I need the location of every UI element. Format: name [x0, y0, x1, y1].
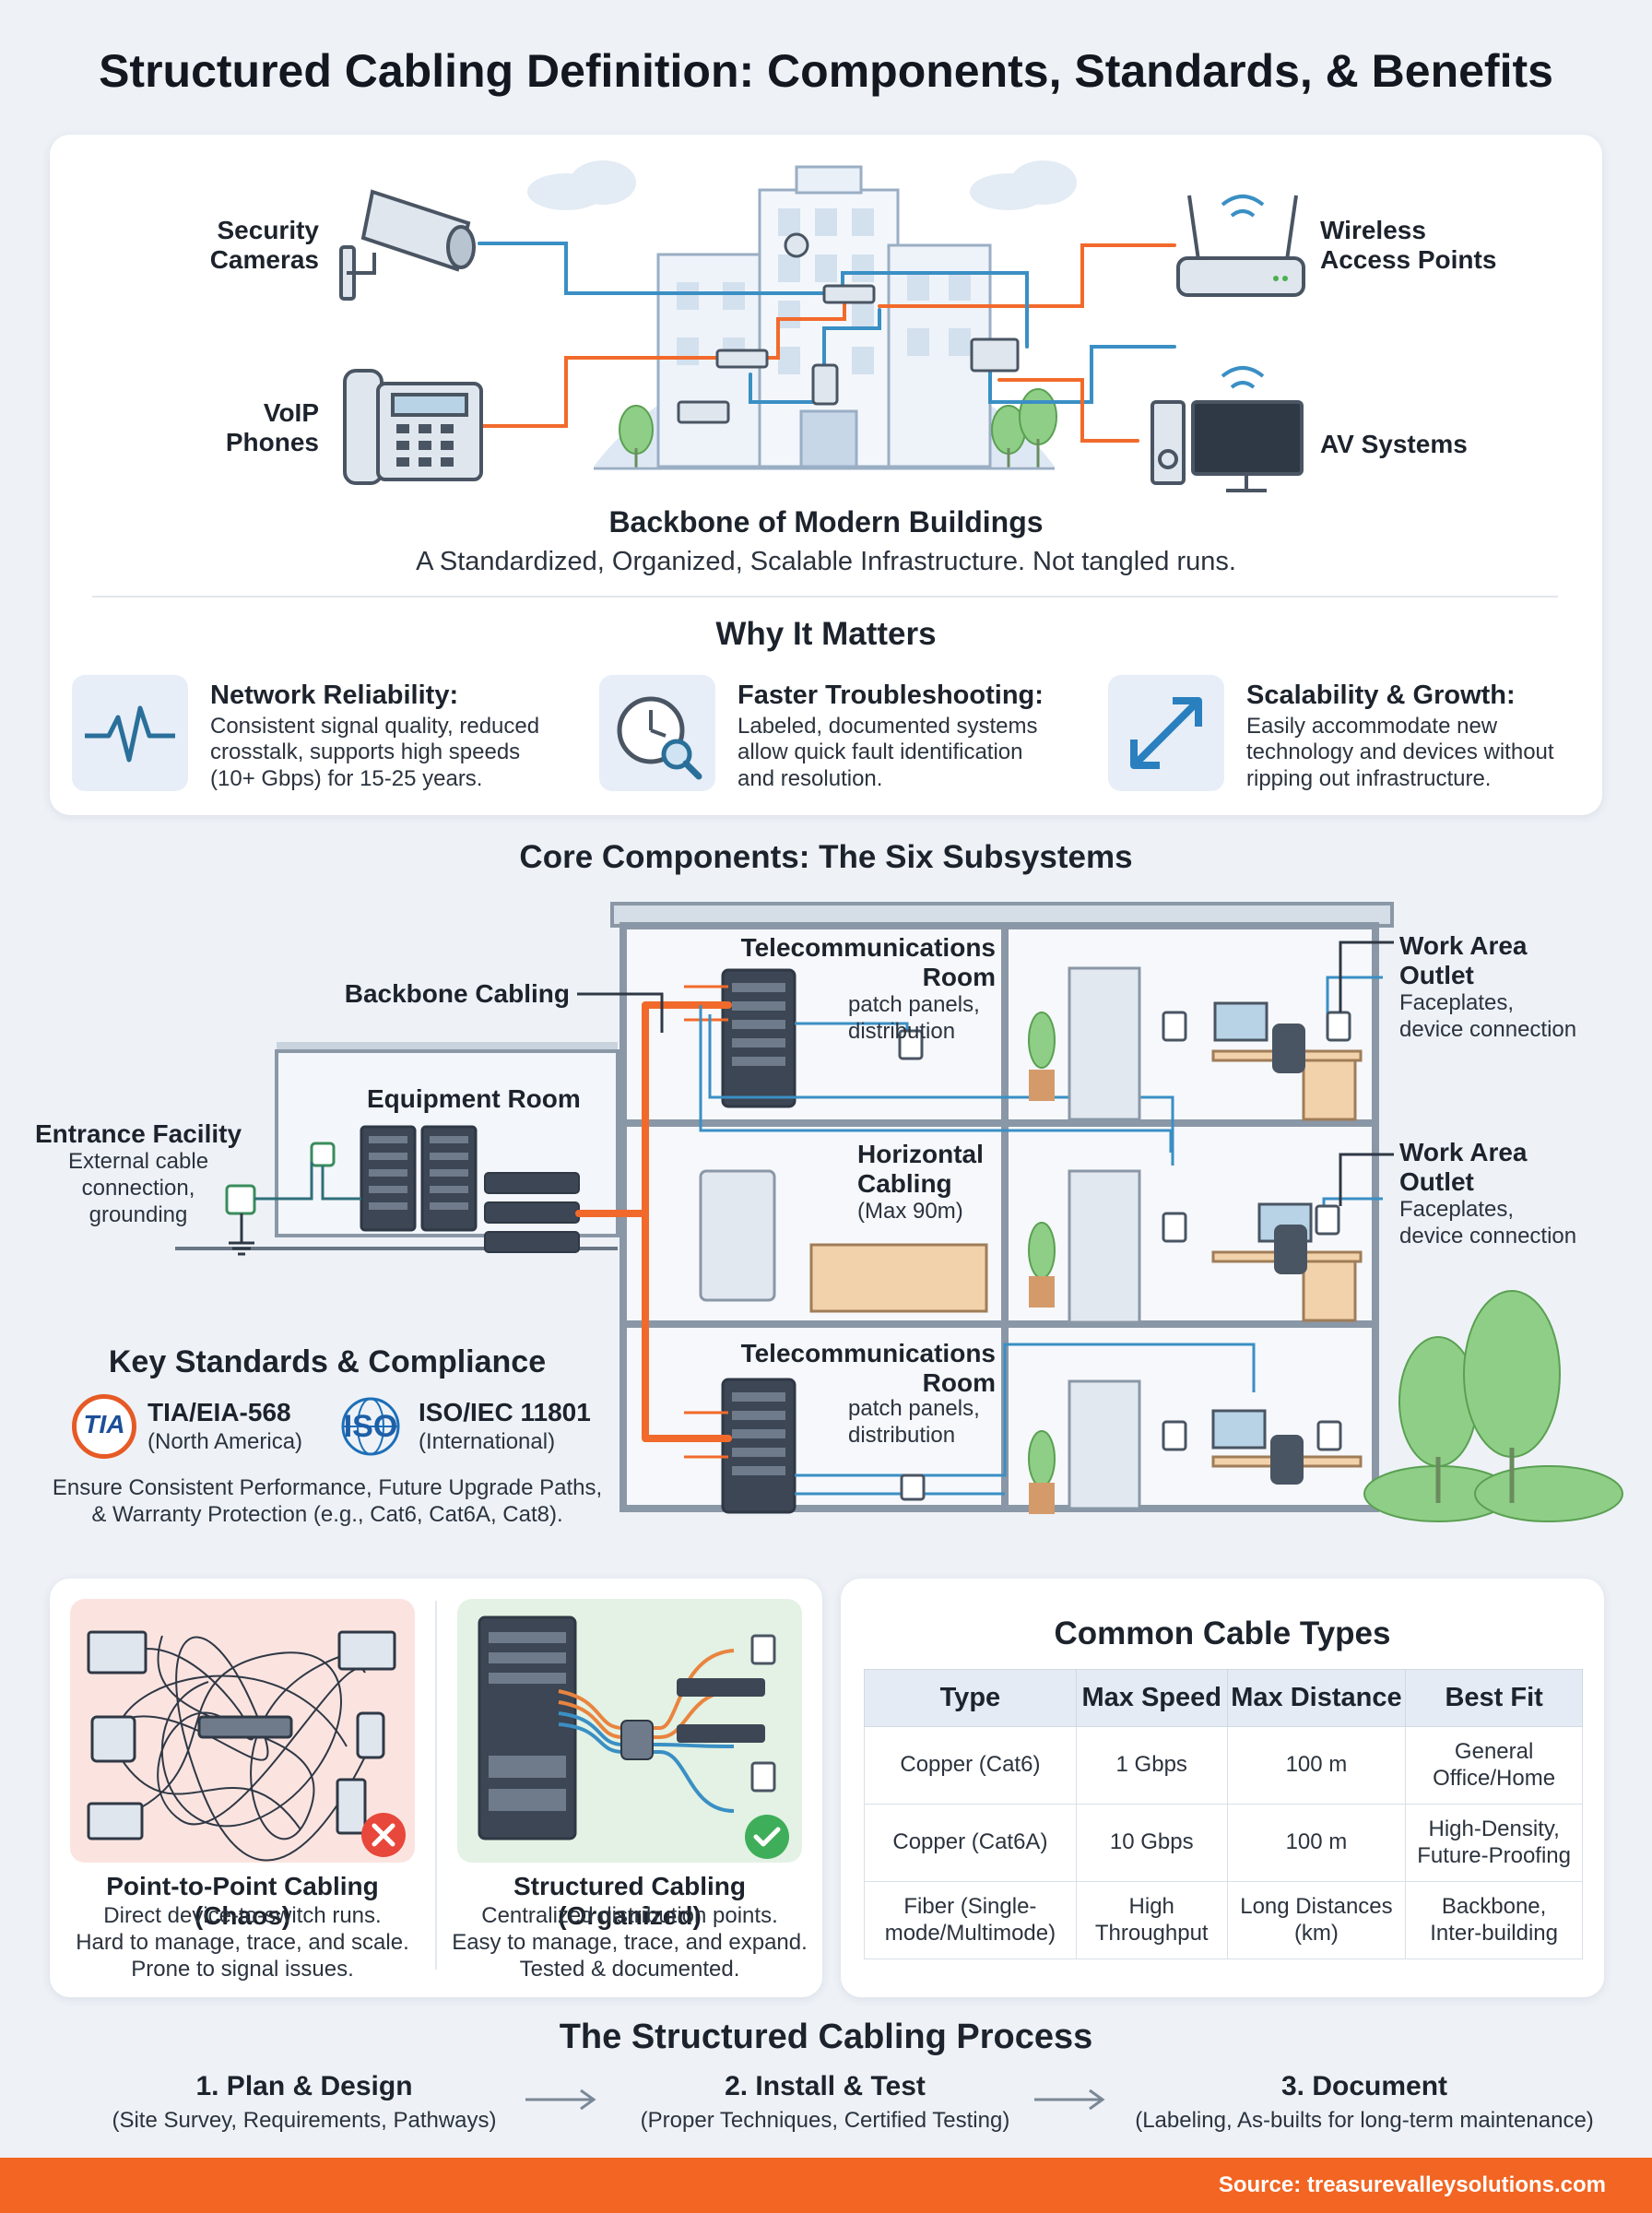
wireless-ap-label: Wireless Access Points	[1320, 216, 1497, 275]
table-cell: Fiber (Single- mode/Multimode)	[864, 1881, 1077, 1959]
entrance-facility-desc: External cable connection, grounding	[67, 1149, 209, 1227]
process-step-title: 2. Install & Test	[725, 2071, 926, 2101]
wireless-ap-icon	[1176, 195, 1305, 297]
why-item-desc: Labeled, documented systems allow quick …	[738, 714, 1038, 791]
column-header: Max Distance	[1226, 1669, 1407, 1727]
table-cell: 10 Gbps	[1075, 1804, 1228, 1882]
organized-title: Structured Cabling (Organized)	[513, 1872, 746, 1931]
telecom-room-top-title: Telecommunications Room	[740, 933, 996, 992]
why-item-title: Scalability & Growth:	[1246, 680, 1516, 710]
table-cell: General Office/Home	[1405, 1726, 1583, 1805]
table-cell: 1 Gbps	[1075, 1726, 1228, 1805]
six-subsystems-diagram	[175, 902, 1623, 1522]
entrance-facility-title: Entrance Facility	[34, 1119, 242, 1148]
security-camera-icon	[339, 189, 476, 301]
heartbeat-icon	[72, 675, 188, 791]
cable-types-heading: Common Cable Types	[1054, 1615, 1391, 1651]
process-step: 2. Install & Test (Proper Techniques, Ce…	[599, 2071, 1051, 2134]
process-step-desc: (Site Survey, Requirements, Pathways)	[112, 2108, 497, 2133]
source-credit: Source: treasurevalleysolutions.com	[1218, 2172, 1606, 2197]
why-item-desc: Easily accommodate new technology and de…	[1246, 714, 1554, 791]
standards-heading: Key Standards & Compliance	[108, 1344, 547, 1379]
process-step: 1. Plan & Design (Site Survey, Requireme…	[74, 2071, 535, 2134]
work-area-outlet-desc: Faceplates, device connection	[1399, 1197, 1577, 1249]
backbone-cabling-label: Backbone Cabling	[344, 979, 570, 1008]
horizontal-cabling-title: Horizontal Cabling	[857, 1140, 984, 1199]
work-area-outlet-title: Work Area Outlet	[1399, 1138, 1528, 1197]
comparison-divider	[435, 1601, 437, 1970]
work-area-outlet-title: Work Area Outlet	[1399, 931, 1528, 990]
building-network-illustration	[339, 160, 1305, 492]
tia-standard-region: (North America)	[148, 1429, 303, 1454]
arrow-right-icon	[525, 2089, 596, 2111]
overview-tagline: A Standardized, Organized, Scalable Infr…	[416, 547, 1236, 576]
table-row: Copper (Cat6A) 10 Gbps 100 m High-Densit…	[864, 1804, 1583, 1882]
column-header: Max Speed	[1075, 1669, 1228, 1727]
tia-logo: TIA	[72, 1394, 136, 1459]
horizontal-cabling-desc: (Max 90m)	[857, 1199, 963, 1224]
cable-types-table: Type Max Speed Max Distance Best Fit Cop…	[864, 1669, 1583, 1959]
organized-panel	[457, 1599, 802, 1863]
process-step-desc: (Proper Techniques, Certified Testing)	[640, 2108, 1010, 2133]
table-cell: Copper (Cat6)	[864, 1726, 1077, 1805]
iso-standard-name: ISO/IEC 11801	[419, 1398, 591, 1426]
chaos-panel	[70, 1599, 415, 1863]
divider	[92, 596, 1558, 598]
av-systems-label: AV Systems	[1320, 430, 1468, 458]
column-header: Type	[864, 1669, 1077, 1727]
voip-phone-icon	[343, 369, 483, 485]
table-cell: High Throughput	[1075, 1881, 1228, 1959]
column-header: Best Fit	[1405, 1669, 1583, 1727]
process-heading: The Structured Cabling Process	[559, 2018, 1093, 2056]
chaos-desc: Direct device-to-switch runs. Hard to ma…	[76, 1903, 409, 1982]
why-item-title: Network Reliability:	[210, 680, 459, 710]
arrow-right-icon	[1034, 2089, 1105, 2111]
chaos-title: Point-to-Point Cabling (Chaos)	[106, 1872, 379, 1931]
clock-magnifier-icon	[599, 675, 715, 791]
why-item-title: Faster Troubleshooting:	[738, 680, 1044, 710]
iso-standard-region: (International)	[419, 1429, 556, 1454]
av-system-icon	[1150, 366, 1304, 492]
footer-bar: Source: treasurevalleysolutions.com	[0, 2158, 1652, 2213]
telecom-room-top-desc: patch panels, distribution	[848, 992, 980, 1044]
expand-arrows-icon	[1108, 675, 1224, 791]
why-item-desc: Consistent signal quality, reduced cross…	[210, 714, 540, 791]
security-cameras-label: Security Cameras	[209, 216, 319, 275]
process-step-title: 1. Plan & Design	[195, 2071, 413, 2101]
core-heading: Core Components: The Six Subsystems	[519, 839, 1133, 875]
tia-standard-name: TIA/EIA-568	[148, 1398, 291, 1426]
table-cell: Backbone, Inter-building	[1405, 1881, 1583, 1959]
table-cell: Long Distances (km)	[1226, 1881, 1407, 1959]
iso-logo: ISO	[332, 1394, 409, 1459]
backbone-heading: Backbone of Modern Buildings	[608, 505, 1044, 538]
page-title: Structured Cabling Definition: Component…	[99, 45, 1553, 97]
work-area-outlet-desc: Faceplates, device connection	[1399, 990, 1577, 1042]
organized-desc: Centralized distribution points. Easy to…	[452, 1903, 808, 1982]
telecom-room-bottom-desc: patch panels, distribution	[848, 1396, 980, 1448]
process-step: 3. Document (Labeling, As-builts for lon…	[1106, 2071, 1622, 2134]
table-row: Fiber (Single- mode/Multimode) High Thro…	[864, 1881, 1583, 1959]
table-row: Copper (Cat6) 1 Gbps 100 m General Offic…	[864, 1726, 1583, 1805]
table-cell: Copper (Cat6A)	[864, 1804, 1077, 1882]
standards-note: Ensure Consistent Performance, Future Up…	[52, 1475, 603, 1527]
process-step-desc: (Labeling, As-builts for long-term maint…	[1135, 2108, 1594, 2133]
why-heading: Why It Matters	[715, 616, 937, 652]
table-cell: 100 m	[1226, 1804, 1407, 1882]
telecom-room-bottom-title: Telecommunications Room	[740, 1339, 996, 1398]
table-cell: 100 m	[1226, 1726, 1407, 1805]
table-cell: High-Density, Future-Proofing	[1405, 1804, 1583, 1882]
equipment-room-label: Equipment Room	[367, 1084, 581, 1113]
process-step-title: 3. Document	[1280, 2071, 1448, 2101]
voip-phones-label: VoIP Phones	[225, 398, 319, 457]
